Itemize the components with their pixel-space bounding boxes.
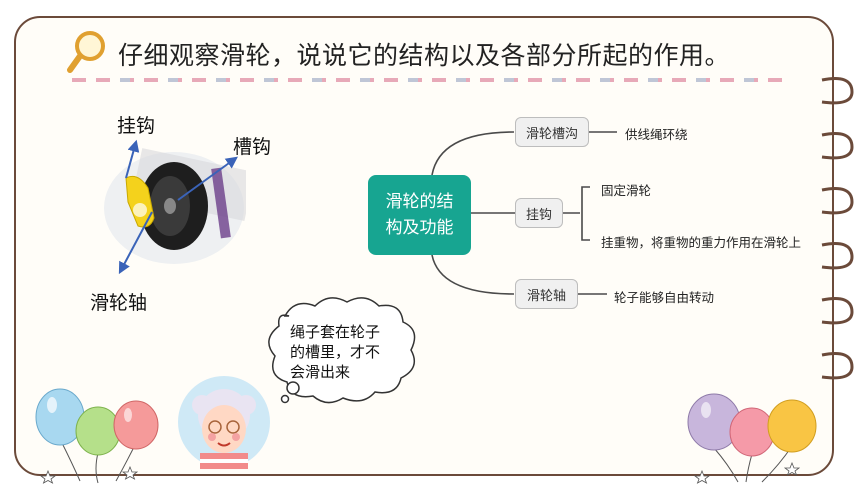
- branch-hook: 挂钩: [515, 198, 563, 228]
- branch-axle-label: 滑轮轴: [526, 288, 566, 304]
- bubble-line2: 的槽里，才不: [290, 343, 381, 361]
- grandma-avatar: [178, 376, 270, 469]
- notebook-rings: [821, 77, 854, 380]
- pulley-image: [104, 148, 246, 264]
- center-line2: 构及功能: [385, 218, 454, 238]
- branch-groove: 滑轮槽沟: [515, 117, 589, 147]
- branch-hook-label: 挂钩: [525, 207, 552, 223]
- leaf-groove-0: 供线绳环绕: [625, 127, 688, 142]
- title-row: 仔细观察滑轮，说说它的结构以及各部分所起的作用。: [118, 34, 730, 74]
- bubble-line1: 绳子套在轮子: [290, 323, 381, 341]
- star-icon: [122, 466, 138, 480]
- mindmap-center-node: 滑轮的结 构及功能: [368, 175, 471, 255]
- page-title: 仔细观察滑轮，说说它的结构以及各部分所起的作用。: [118, 41, 731, 70]
- star-icon: [40, 470, 56, 484]
- center-line1: 滑轮的结: [385, 192, 454, 212]
- bubble-line3: 会滑出来: [290, 363, 351, 381]
- label-axle: 滑轮轴: [90, 292, 148, 314]
- speech-bubble: [268, 297, 416, 404]
- leaf-hook-0: 固定滑轮: [601, 183, 652, 198]
- magnifier-icon: [67, 31, 105, 73]
- star-icon: [784, 462, 800, 476]
- star-icon: [694, 470, 710, 484]
- balloon-icon: [35, 388, 159, 484]
- leaf-hook-1: 挂重物，将重物的重力作用在滑轮上: [601, 235, 802, 250]
- leaf-axle-0: 轮子能够自由转动: [614, 290, 715, 305]
- branch-groove-label: 滑轮槽沟: [525, 126, 578, 142]
- branch-axle: 滑轮轴: [515, 279, 578, 309]
- speech-bubble-text: 绳子套在轮子 的槽里，才不 会滑出来: [290, 322, 410, 382]
- balloon-icon: [687, 393, 817, 483]
- label-hook: 挂钩: [117, 115, 156, 137]
- label-groove: 槽钩: [233, 136, 272, 158]
